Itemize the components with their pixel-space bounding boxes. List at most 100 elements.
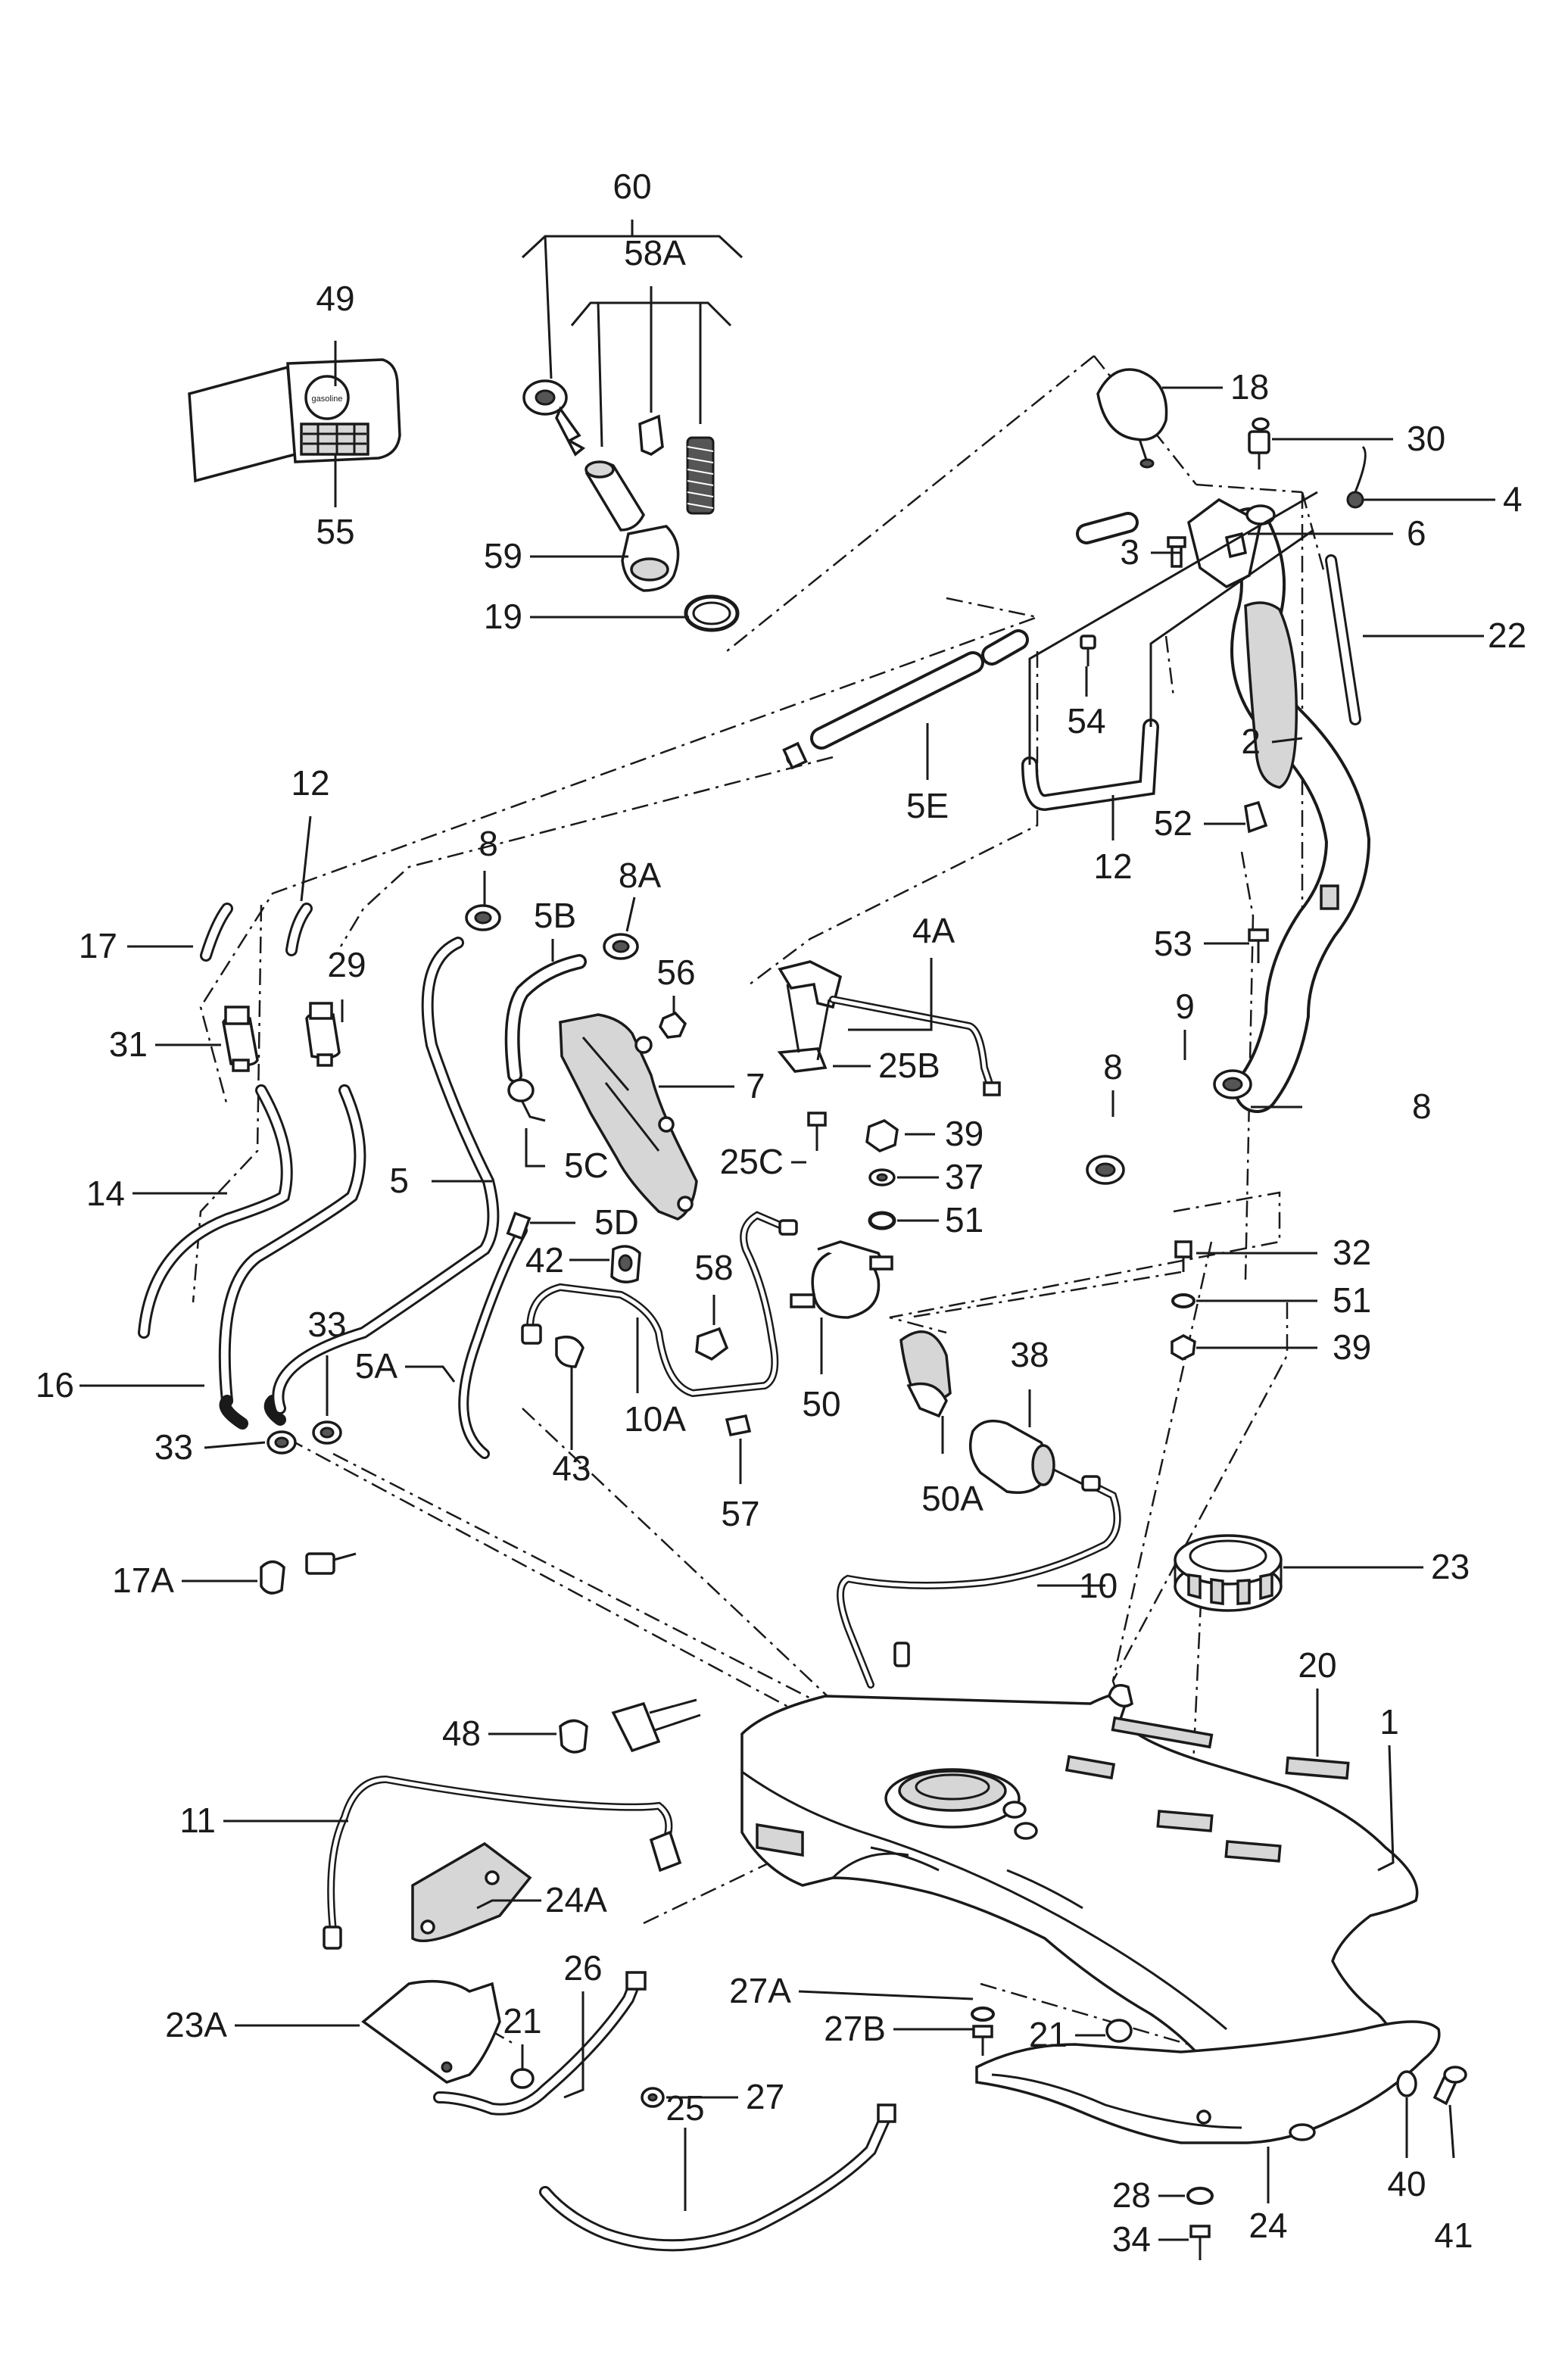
label-53: 53: [1154, 924, 1192, 963]
bracket-58A: [570, 286, 732, 447]
washers-27A-27B: [971, 2007, 995, 2056]
pipe-10: [837, 1475, 1121, 1689]
fuel-tank-1: [740, 1684, 1419, 2099]
bracket-7: [559, 1013, 698, 1221]
label-4A: 4A: [912, 911, 955, 950]
label-5C: 5C: [564, 1146, 609, 1185]
bolt-3: [1167, 536, 1186, 568]
filter-29: [305, 1002, 341, 1067]
washer-37: [868, 1168, 896, 1186]
clip-25B: [777, 960, 843, 1073]
bolt-41: [1432, 2066, 1467, 2106]
label-57: 57: [721, 1494, 759, 1533]
pipe-10A: [521, 1211, 798, 1398]
filter-31: [222, 1006, 259, 1072]
label-33-lower: 33: [154, 1427, 193, 1467]
label-27A: 27A: [729, 1971, 791, 2010]
nut-21-left: [510, 2068, 535, 2089]
label-30: 30: [1407, 419, 1445, 458]
bracket-52: [1244, 800, 1268, 834]
label-32: 32: [1333, 1233, 1371, 1272]
label-60: 60: [613, 167, 651, 206]
filler-neck-housing-59: [621, 525, 680, 592]
clamp-8-top: [465, 904, 501, 931]
label-41: 41: [1434, 2216, 1473, 2255]
label-24A: 24A: [545, 1880, 607, 1919]
label-51-upper: 51: [945, 1200, 984, 1240]
label-55: 55: [316, 512, 354, 551]
clamp-8A: [603, 933, 639, 960]
label-27: 27: [746, 2077, 784, 2116]
label-51-lower: 51: [1333, 1280, 1371, 1320]
bolt-32: [1174, 1240, 1192, 1272]
label-2: 2: [1241, 722, 1261, 761]
label-21-right: 21: [1029, 2015, 1068, 2054]
label-8A: 8A: [619, 856, 662, 895]
heat-shield-24A: [411, 1841, 532, 1943]
label-19: 19: [484, 597, 522, 636]
washer-51-upper: [868, 1211, 896, 1230]
label-39-upper: 39: [945, 1114, 984, 1153]
label-39-lower: 39: [1333, 1327, 1371, 1367]
label-31: 31: [109, 1024, 148, 1064]
label-25C: 25C: [720, 1142, 784, 1181]
label-40: 40: [1387, 2164, 1426, 2203]
lock-clip: [638, 414, 664, 456]
label-28: 28: [1112, 2175, 1151, 2215]
lock-cylinder: [584, 460, 646, 532]
rubber-part-6: [1224, 532, 1248, 559]
label-50: 50: [802, 1384, 840, 1423]
label-20: 20: [1298, 1645, 1336, 1685]
label-27B: 27B: [824, 2009, 886, 2048]
holder-50: [790, 1240, 893, 1319]
heat-shield-24: [975, 2020, 1441, 2144]
label-11: 11: [179, 1801, 216, 1840]
connector-17A: [260, 1552, 357, 1595]
hose-5B: [504, 954, 587, 1122]
hose-12-upper: [1021, 491, 1318, 812]
label-1: 1: [1379, 1702, 1399, 1742]
filter-38: [968, 1419, 1083, 1494]
clamp-8-right: [1213, 1069, 1252, 1099]
screw-53: [1248, 928, 1269, 963]
label-22: 22: [1488, 616, 1526, 655]
nut-27: [641, 2087, 665, 2108]
ground-wire-4: [1346, 445, 1367, 509]
label-7: 7: [746, 1066, 765, 1105]
hose-22: [1325, 554, 1361, 725]
nut-21-right: [1105, 2019, 1133, 2043]
label-12-upper: 12: [1093, 847, 1132, 886]
label-18: 18: [1230, 367, 1269, 407]
nut-56: [659, 1011, 687, 1039]
label-58: 58: [694, 1248, 733, 1287]
label-8-right: 8: [1412, 1087, 1432, 1126]
label-16: 16: [36, 1365, 74, 1405]
washer-51-lower: [1171, 1293, 1195, 1308]
label-17A: 17A: [112, 1561, 174, 1600]
label-5A: 5A: [355, 1346, 398, 1386]
label-6: 6: [1407, 513, 1426, 553]
label-21-left: 21: [503, 2001, 541, 2041]
label-3: 3: [1120, 532, 1139, 572]
label-patch-20: [1285, 1756, 1350, 1780]
label-43: 43: [552, 1448, 591, 1488]
hose-14-16: [138, 1084, 366, 1430]
leader-lines: [79, 341, 1495, 2241]
hose-12-left: [285, 903, 313, 956]
label-25: 25: [666, 2088, 704, 2128]
hose-17: [200, 903, 233, 962]
label-9: 9: [1175, 987, 1195, 1026]
label-5E: 5E: [906, 786, 949, 825]
label-10: 10: [1079, 1566, 1118, 1605]
label-25B: 25B: [878, 1046, 940, 1085]
label-8-top: 8: [479, 824, 498, 863]
label-5: 5: [389, 1161, 409, 1200]
label-29: 29: [327, 945, 366, 984]
part-labels: 60 58A 49 55 59 19 18 30 4 3 6 22 54 2 5…: [36, 167, 1526, 2259]
label-4: 4: [1503, 479, 1523, 519]
label-48: 48: [442, 1713, 481, 1753]
label-56: 56: [656, 953, 695, 992]
clamp-8-left: [1086, 1155, 1125, 1185]
bolt-34: [1189, 2225, 1211, 2260]
label-14: 14: [86, 1174, 125, 1213]
